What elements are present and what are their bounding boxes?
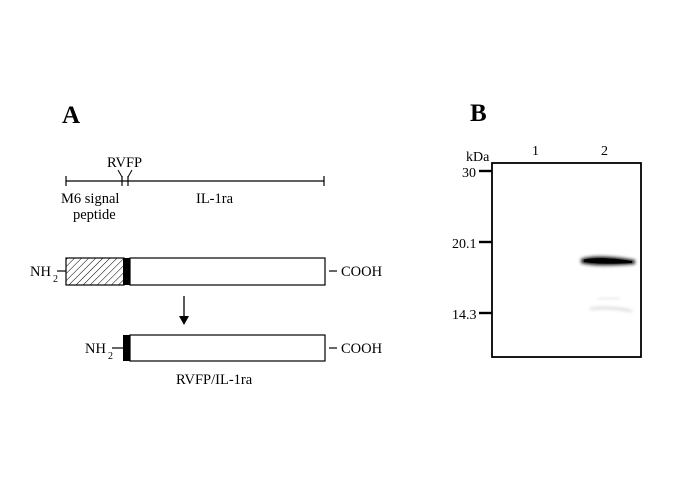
mw-marker-14-3: 14.3: [452, 308, 492, 323]
panel-a-letter: A: [62, 102, 80, 129]
fusion-c-terminus: COOH: [341, 341, 383, 357]
fusion-rvfp-segment: [123, 335, 130, 361]
precursor-n-terminus-subscript: 2: [53, 274, 58, 285]
fusion-n-terminus: NH: [85, 341, 106, 357]
lane-2-bands: [581, 256, 635, 312]
main-band-core-lane-2: [584, 258, 632, 264]
precursor-c-terminus: COOH: [341, 264, 383, 280]
insert-label: RVFP: [107, 155, 142, 171]
signal-peptide-segment: [65, 257, 125, 286]
fusion-n-terminus-subscript: 2: [108, 351, 113, 362]
insert-pointer-right: [127, 169, 133, 178]
panel-a: A RVFP M6 signal peptide IL-1ra NH 2 COO…: [30, 102, 383, 388]
precursor-construct: NH 2 COOH: [30, 257, 383, 286]
kda-unit-label: kDa: [466, 150, 490, 165]
linear-scheme: RVFP M6 signal peptide IL-1ra: [61, 155, 325, 223]
fusion-construct: NH 2 COOH RVFP/IL-1ra: [85, 334, 383, 388]
fusion-caption: RVFP/IL-1ra: [176, 372, 253, 388]
panel-b: B kDa 1 2 30 20.1 14.3: [452, 100, 642, 358]
mw-label-30: 30: [462, 166, 476, 181]
insert-pointer-left: [117, 169, 123, 178]
faint-smear-lane-2: [597, 297, 621, 300]
il1ra-segment: [129, 257, 326, 286]
protein-label: IL-1ra: [196, 191, 234, 207]
rvfp-segment: [123, 258, 130, 285]
panel-b-letter: B: [470, 100, 487, 127]
mw-marker-30: 30: [462, 166, 492, 181]
mw-label-14-3: 14.3: [452, 308, 477, 323]
faint-band-lane-2: [589, 307, 633, 312]
mw-marker-20-1: 20.1: [452, 237, 492, 252]
lane-label-2: 2: [601, 144, 608, 159]
signal-peptide-label-line1: M6 signal: [61, 191, 119, 207]
processing-arrow: [179, 296, 189, 325]
signal-peptide-label-line2: peptide: [73, 207, 116, 223]
lane-label-1: 1: [532, 144, 539, 159]
mw-label-20-1: 20.1: [452, 237, 477, 252]
precursor-n-terminus: NH: [30, 264, 51, 280]
fusion-il1ra-segment: [129, 334, 326, 362]
